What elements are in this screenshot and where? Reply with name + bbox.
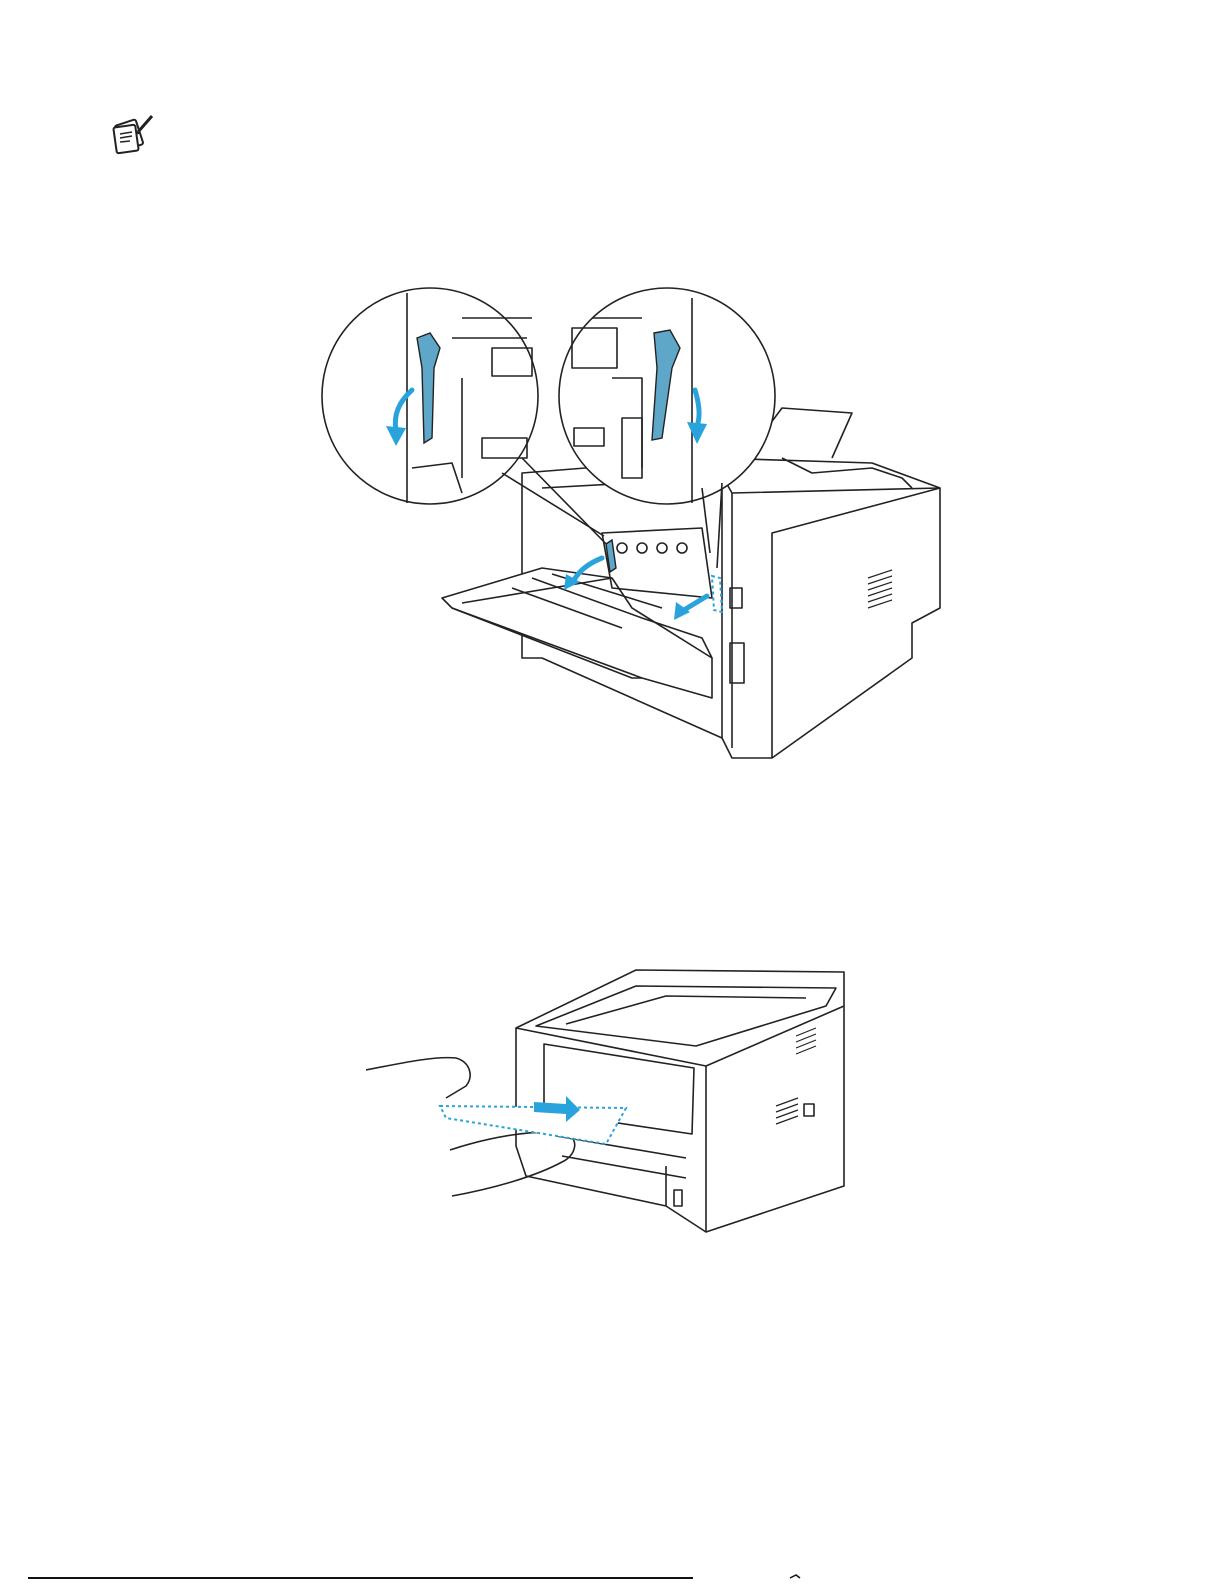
printer-rear-levers-figure	[312, 278, 944, 762]
footer-mark	[788, 1574, 806, 1579]
note-icon	[112, 112, 156, 156]
envelope-manual-feed-figure	[366, 966, 846, 1234]
footer-rule	[28, 1577, 693, 1579]
